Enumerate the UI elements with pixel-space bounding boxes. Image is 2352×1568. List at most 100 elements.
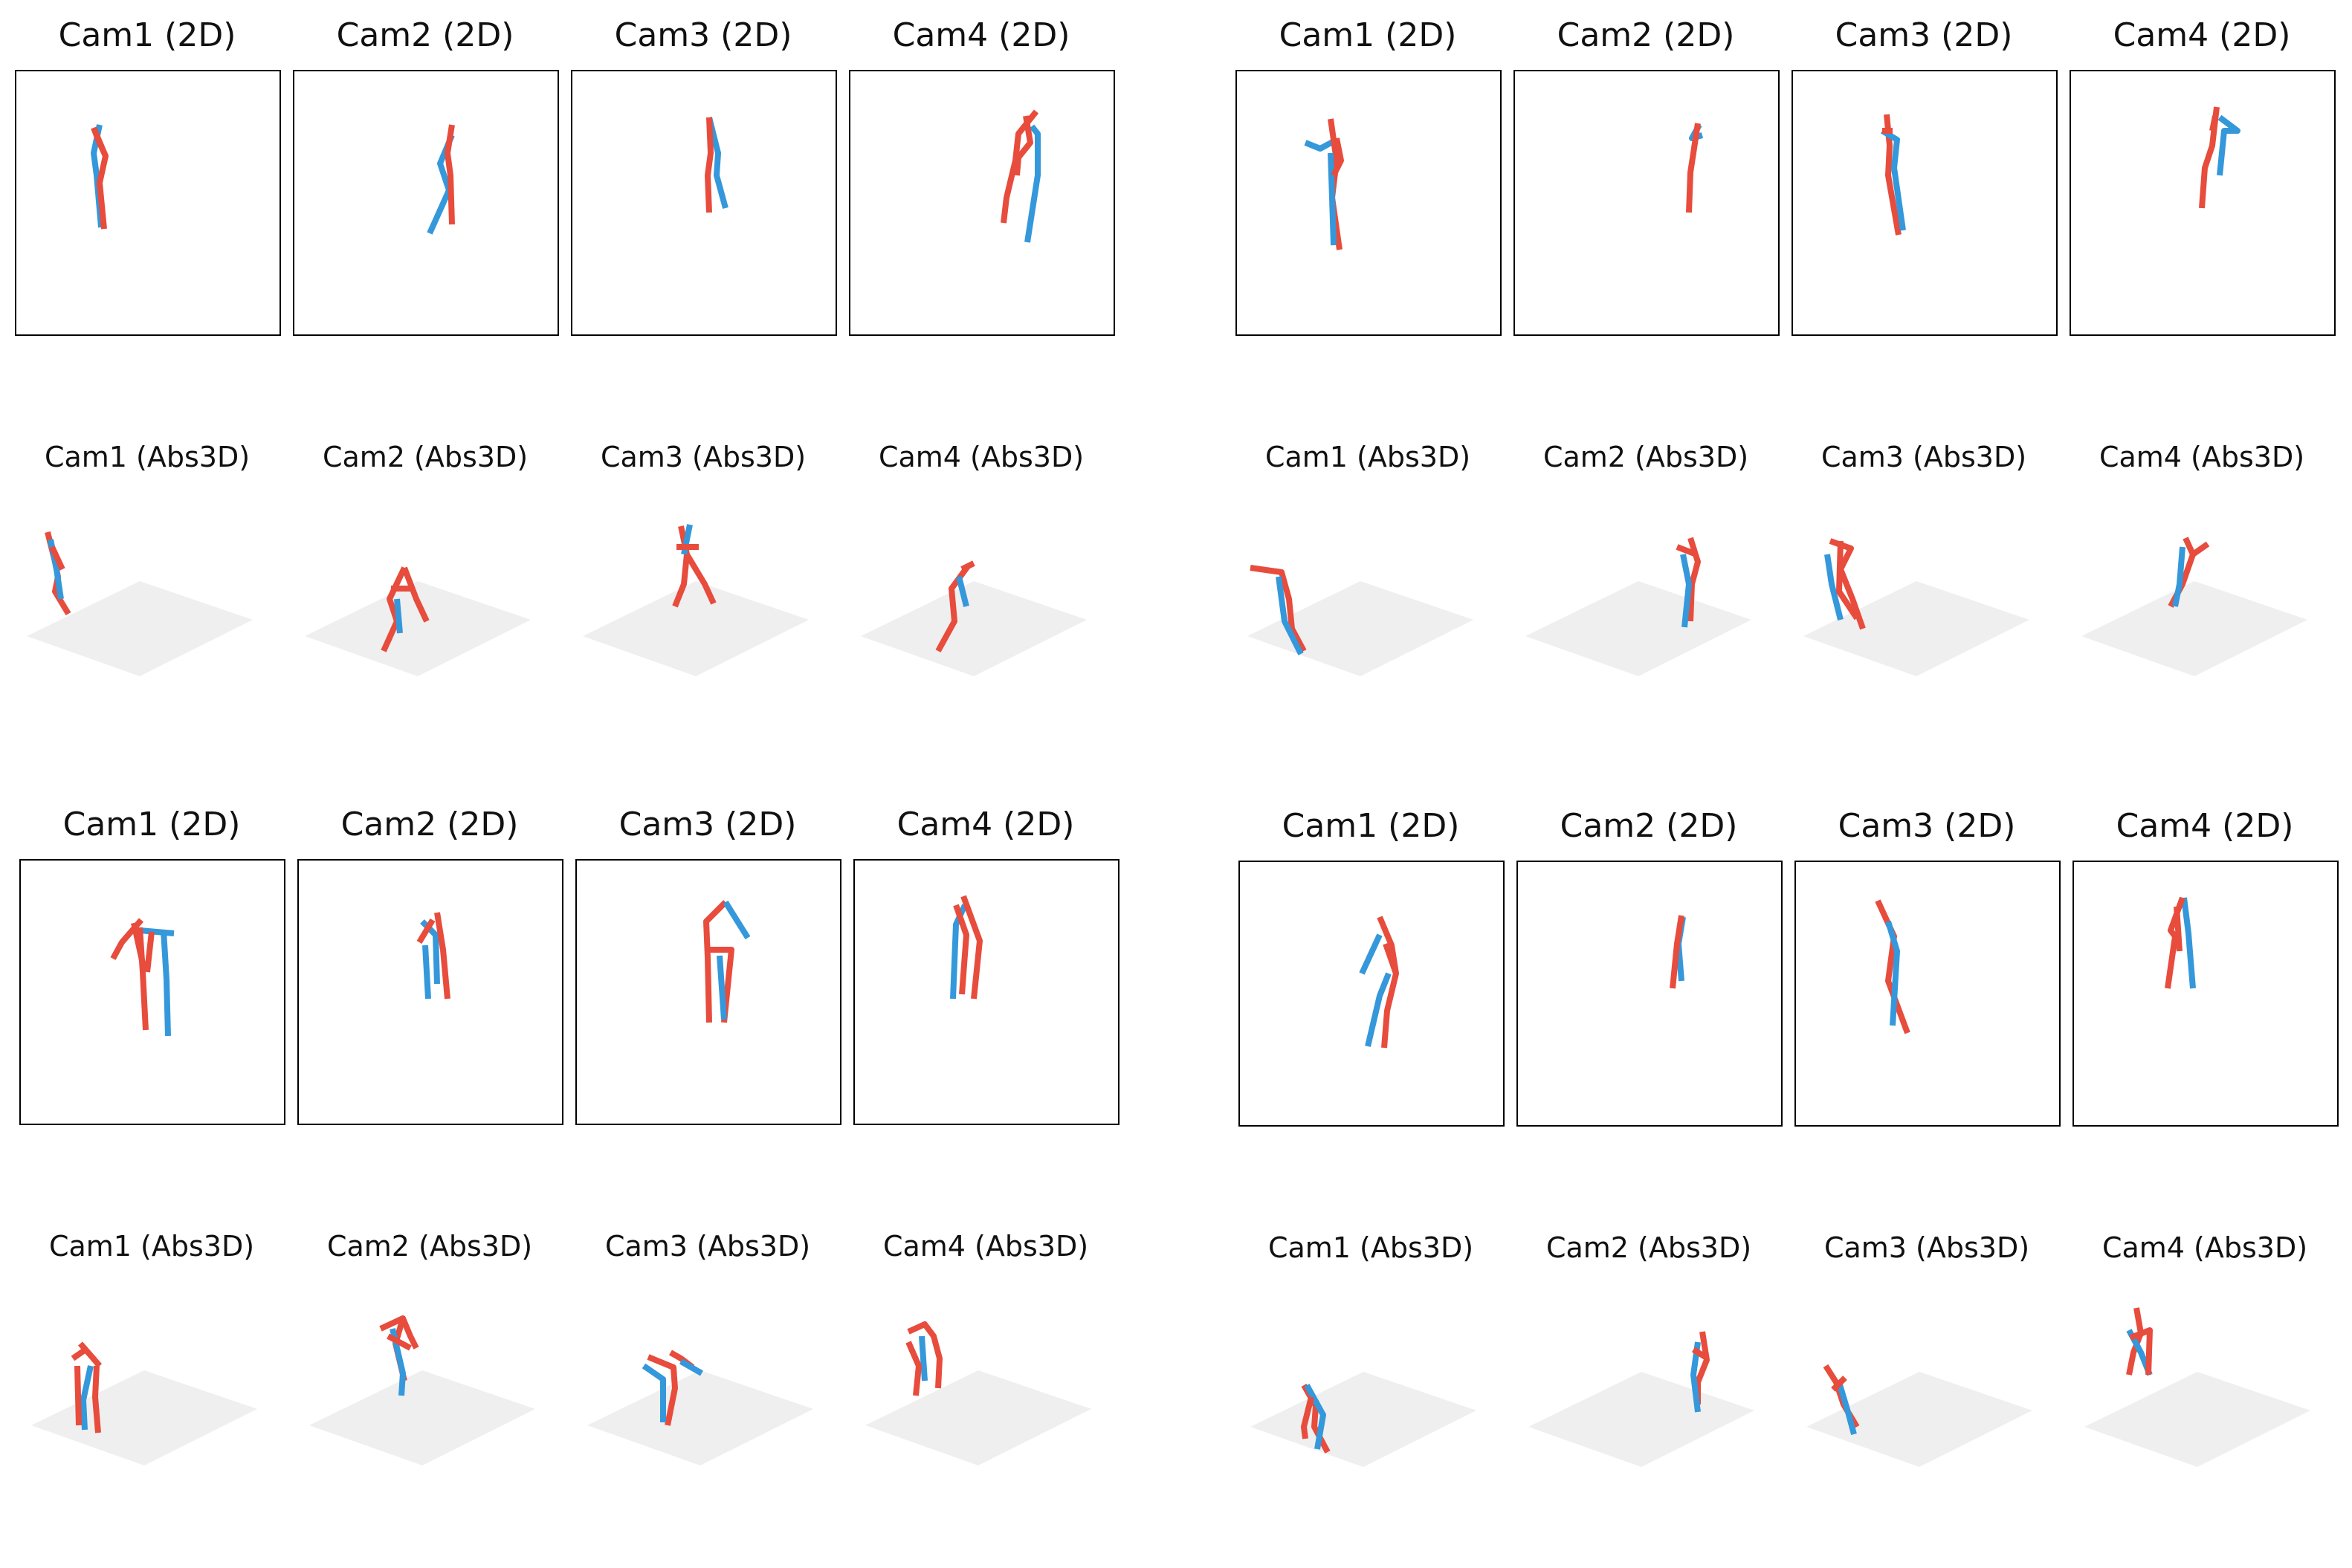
skeleton-bone-gt xyxy=(1836,1381,1857,1436)
panel-cam1: Cam1 (2D) Cam1 (Abs3D) xyxy=(1230,4,1506,777)
skeleton-drawing xyxy=(2081,537,2307,676)
sample-group-top-right: Cam1 (2D) Cam1 (Abs3D) Cam2 (2D) Cam2 (A… xyxy=(1230,4,2352,777)
view-3d xyxy=(1511,1286,1787,1538)
skeleton-bone-pred xyxy=(71,1345,90,1361)
view-2d xyxy=(853,859,1120,1125)
skeleton-bone-gt xyxy=(161,930,171,1037)
skeleton-bone-pred xyxy=(684,552,717,605)
sample-group-bottom-left: Cam1 (2D) Cam1 (Abs3D) Cam2 (2D) Cam2 (A… xyxy=(13,794,1158,1567)
skeleton-drawing xyxy=(1875,899,1910,1034)
panel-title-3d: Cam4 (Abs3D) xyxy=(878,441,1085,473)
panel-cam2: Cam2 (2D) Cam2 (Abs3D) xyxy=(1508,4,1784,777)
view-3d xyxy=(1508,495,1784,748)
skeleton-drawing xyxy=(305,566,531,676)
view-2d xyxy=(575,859,841,1125)
ground-plane xyxy=(305,581,531,676)
panel-title-2d: Cam4 (2D) xyxy=(2113,16,2291,54)
panel-cam1: Cam1 (2D) Cam1 (Abs3D) xyxy=(1232,795,1509,1568)
skeleton-drawing xyxy=(91,124,109,230)
skeleton-bone-gt xyxy=(950,904,968,1000)
skeleton-bone-pred xyxy=(91,126,109,158)
skeleton-bone-pred xyxy=(137,927,149,1031)
panel-title-2d: Cam3 (2D) xyxy=(618,806,797,843)
skeleton-bone-gt xyxy=(1328,152,1337,246)
view-2d xyxy=(1235,70,1502,336)
skeleton-bone-gt xyxy=(1824,554,1844,621)
sample-group-bottom-right: Cam1 (2D) Cam1 (Abs3D) Cam2 (2D) Cam2 (A… xyxy=(1232,795,2352,1568)
ground-plane xyxy=(1803,581,2029,676)
skeleton-bone-pred xyxy=(92,1365,101,1433)
ground-plane xyxy=(2081,581,2307,676)
ground-plane xyxy=(31,1370,257,1465)
panel-title-3d: Cam1 (Abs3D) xyxy=(44,441,251,473)
skeleton-bone-gt xyxy=(1885,920,1900,1026)
panel-title-3d: Cam2 (Abs3D) xyxy=(326,1230,533,1263)
panel-title-2d: Cam4 (2D) xyxy=(896,806,1075,843)
panel-cam3: Cam3 (2D) Cam3 (Abs3D) xyxy=(565,4,841,777)
view-3d xyxy=(1230,495,1506,748)
view-2d xyxy=(293,70,559,336)
skeleton-bone-pred xyxy=(2191,541,2210,557)
panel-title-2d: Cam2 (2D) xyxy=(1560,807,1738,845)
panel-title-3d: Cam1 (Abs3D) xyxy=(1267,1231,1474,1264)
view-3d xyxy=(1789,1286,2065,1538)
panel-title-3d: Cam3 (Abs3D) xyxy=(604,1230,811,1263)
skeleton-bone-pred xyxy=(1670,915,1684,989)
skeleton-bone-pred xyxy=(445,124,455,225)
ground-plane xyxy=(309,1370,535,1465)
view-3d xyxy=(565,495,841,748)
skeleton-drawing xyxy=(1670,915,1686,989)
skeleton-bone-gt xyxy=(2181,897,2196,989)
ground-plane xyxy=(1525,581,1751,676)
view-2d xyxy=(849,70,1115,336)
skeleton-drawing xyxy=(309,1315,535,1465)
ground-plane xyxy=(2084,1372,2310,1467)
skeleton-bone-pred xyxy=(960,895,983,1000)
skeleton-bone-pred xyxy=(1014,115,1033,176)
panel-title-2d: Cam1 (2D) xyxy=(1282,807,1460,845)
skeleton-bone-pred xyxy=(49,545,65,571)
view-3d xyxy=(9,495,285,748)
skeleton-bone-pred xyxy=(1836,540,1860,621)
view-3d xyxy=(843,495,1120,748)
panel-cam2: Cam2 (2D) Cam2 (Abs3D) xyxy=(287,4,563,777)
panel-title-2d: Cam2 (2D) xyxy=(1557,16,1735,54)
skeleton-drawing xyxy=(1001,109,1041,243)
panel-cam4: Cam4 (2D) Cam4 (Abs3D) xyxy=(847,794,1124,1567)
skeleton-bone-pred xyxy=(401,566,430,623)
skeleton-drawing xyxy=(1806,1364,2032,1467)
skeleton-drawing xyxy=(587,1350,813,1465)
skeleton-drawing xyxy=(27,531,253,676)
skeleton-drawing xyxy=(2084,1307,2310,1467)
ground-plane xyxy=(1528,1372,1754,1467)
skeleton-drawing xyxy=(416,912,450,1000)
skeleton-drawing xyxy=(1304,118,1344,250)
panel-title-3d: Cam3 (Abs3D) xyxy=(1823,1231,2030,1264)
panel-title-3d: Cam2 (Abs3D) xyxy=(322,441,529,473)
panel-title-3d: Cam4 (Abs3D) xyxy=(2099,441,2305,473)
panel-title-3d: Cam1 (Abs3D) xyxy=(1264,441,1471,473)
skeleton-drawing xyxy=(703,900,751,1023)
skeleton-bone-pred xyxy=(74,1365,82,1426)
skeleton-bone-pred xyxy=(647,1354,678,1426)
panel-cam4: Cam4 (2D) Cam4 (Abs3D) xyxy=(2064,4,2340,777)
sample-group-top-left: Cam1 (2D) Cam1 (Abs3D) Cam2 (2D) Cam2 (A… xyxy=(9,4,1154,777)
panel-title-3d: Cam4 (Abs3D) xyxy=(2101,1231,2308,1264)
panel-cam1: Cam1 (2D) Cam1 (Abs3D) xyxy=(9,4,285,777)
skeleton-drawing xyxy=(1686,123,1704,213)
skeleton-bone-pred xyxy=(2129,1327,2153,1376)
skeleton-bone-pred xyxy=(1676,544,1698,557)
skeleton-bone-gt xyxy=(1024,124,1041,243)
panel-title-2d: Cam3 (2D) xyxy=(614,16,792,54)
skeleton-bone-pred xyxy=(953,904,969,995)
panel-title-3d: Cam4 (Abs3D) xyxy=(882,1230,1089,1263)
view-3d xyxy=(1232,1286,1509,1538)
ground-plane xyxy=(1247,581,1473,676)
ground-plane xyxy=(587,1370,813,1465)
skeleton-bone-pred xyxy=(1875,899,1910,1034)
skeleton-bone-pred xyxy=(2209,115,2218,132)
view-2d xyxy=(2072,861,2339,1127)
view-3d xyxy=(569,1284,846,1537)
skeleton-drawing xyxy=(583,524,809,676)
panel-title-2d: Cam4 (2D) xyxy=(892,16,1070,54)
